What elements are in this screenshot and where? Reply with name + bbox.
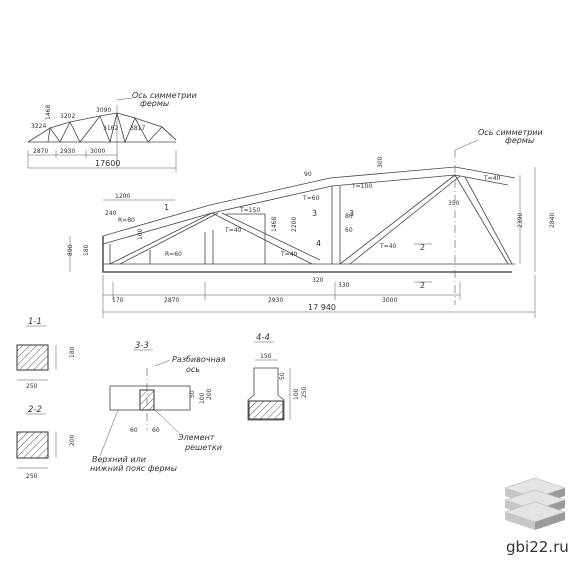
- dim: 200: [206, 388, 213, 400]
- schematic-height: 3202: [60, 113, 75, 120]
- section-width: 150: [260, 353, 272, 360]
- dim-320: 320: [312, 277, 324, 284]
- dim: 250: [301, 386, 308, 398]
- gbi-logo-icon: [504, 477, 566, 530]
- dim-1200: 1200: [115, 193, 130, 200]
- elem-note-2: решетки: [184, 443, 222, 452]
- note-t40: Т=40: [483, 175, 501, 182]
- dim-180: 180: [83, 244, 90, 256]
- schematic-height: 3090: [96, 107, 111, 114]
- note-t100: Т=100: [351, 183, 372, 190]
- total-dim: 17 940: [308, 303, 336, 312]
- schematic-height: 3224: [31, 123, 46, 130]
- axis-note-2: ось: [186, 365, 200, 374]
- dim-890: 890: [67, 244, 74, 256]
- note-t40: Т=40: [224, 227, 242, 234]
- section-title: 2-2: [28, 405, 42, 415]
- section-4-4: 4-4 150 50 100 250: [247, 333, 308, 421]
- dim-2840: 2840: [549, 213, 556, 228]
- section-height: 200: [69, 434, 76, 446]
- dim: 100: [293, 388, 300, 400]
- dim-240: 240: [105, 210, 117, 217]
- cut-mark: 2: [420, 243, 425, 252]
- schematic-span: 2930: [60, 148, 75, 155]
- schematic-span: 3000: [90, 148, 105, 155]
- note-r80: R=80: [118, 217, 135, 224]
- dim-330: 330: [338, 282, 350, 289]
- truss-axis-label-2: фермы: [505, 136, 534, 145]
- truss-axis-label: Ось симметрии: [478, 128, 543, 137]
- cut-mark: 4: [316, 239, 321, 248]
- section-width: 250: [26, 383, 38, 390]
- section-height: 180: [69, 346, 76, 358]
- note-t60: Т=60: [302, 195, 320, 202]
- elem-note: Элемент: [177, 433, 215, 442]
- truss-schematic: Ось симметрии фермы 3224 1468 3202 3090 …: [27, 91, 197, 172]
- section-width: 250: [26, 473, 38, 480]
- axis-note: Разбивочная: [172, 355, 226, 364]
- dim-100: 100: [137, 228, 144, 240]
- dim-300: 300: [377, 156, 384, 168]
- dim-80: 80: [345, 213, 353, 220]
- note-t40: Т=40: [379, 243, 397, 250]
- cut-mark: 1: [164, 203, 169, 212]
- schematic-height: 1468: [45, 105, 52, 120]
- note-t40: Т=40: [280, 251, 298, 258]
- cut-mark: 2: [420, 281, 425, 290]
- span-dim: 2930: [268, 297, 283, 304]
- chord-note-2: нижний пояс фермы: [90, 464, 177, 473]
- dim: 50: [189, 390, 196, 398]
- watermark-text: gbi22.ru: [506, 538, 569, 556]
- cut-mark: 3: [312, 209, 317, 218]
- note-r60: R=60: [165, 251, 182, 258]
- dim-2390: 2390: [517, 213, 524, 228]
- section-2-2: 2-2 250 200: [16, 405, 76, 480]
- dim-90: 90: [304, 171, 312, 178]
- schematic-height: 3162: [103, 125, 118, 132]
- dim: 50: [279, 372, 286, 380]
- schematic-axis-label-2: фермы: [140, 99, 169, 108]
- schematic-span: 2870: [33, 148, 48, 155]
- dim: 100: [199, 392, 206, 404]
- dim: 60: [130, 427, 138, 434]
- schematic-axis-label: Ось симметрии: [132, 91, 197, 100]
- span-dim: 3000: [382, 297, 397, 304]
- section-title: 3-3: [135, 341, 149, 351]
- dim: 60: [152, 427, 160, 434]
- dim-1468: 1468: [271, 217, 278, 232]
- section-title: 4-4: [256, 333, 270, 343]
- note-t150: Т=150: [239, 207, 260, 214]
- section-1-1: 1-1 250 180: [16, 317, 76, 390]
- cut-mark: 3: [349, 209, 354, 218]
- section-3-3: 3-3 Разбивочная ось Элемент решетки Верх…: [90, 341, 226, 473]
- section-title: 1-1: [28, 317, 42, 327]
- dim-350: 350: [448, 200, 460, 207]
- span-dim: 2870: [164, 297, 179, 304]
- dim-60: 60: [345, 227, 353, 234]
- dim-2200: 2200: [291, 217, 298, 232]
- schematic-total: 17600: [95, 159, 120, 168]
- span-dim: 170: [112, 297, 124, 304]
- chord-note: Верхний или: [92, 455, 146, 464]
- truss-elevation: Ось симметрии фермы 1200 240 R=80 R=60 8…: [67, 128, 556, 318]
- schematic-height: 3817: [130, 125, 145, 132]
